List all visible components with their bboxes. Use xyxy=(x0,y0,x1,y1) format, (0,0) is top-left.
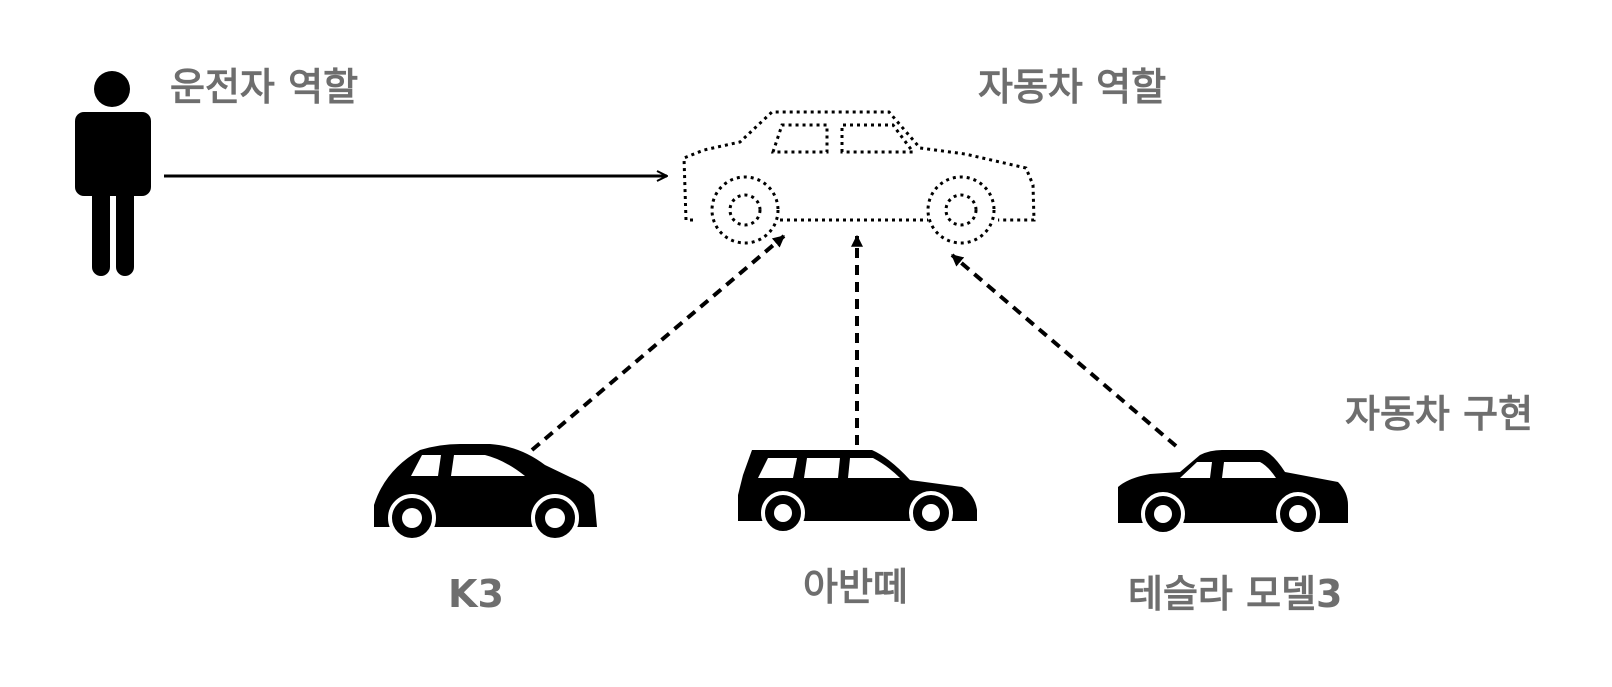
driver-role-label: 운전자 역할 xyxy=(170,65,359,109)
sedan-car-icon xyxy=(1118,450,1348,536)
avante-label: 아반떼 xyxy=(803,565,908,609)
wagon-car-icon xyxy=(738,450,977,535)
k3-label: K3 xyxy=(448,572,504,616)
k3-to-role-arrow xyxy=(530,234,786,452)
person-icon xyxy=(75,71,151,276)
car-role-label: 자동차 역할 xyxy=(978,65,1167,109)
dotted-car-outline-icon xyxy=(682,110,1036,245)
tesla-model3-label: 테슬라 모델3 xyxy=(1128,572,1343,616)
hatchback-car-icon xyxy=(374,444,597,542)
car-implementation-label: 자동차 구현 xyxy=(1345,392,1534,436)
tesla-to-role-arrow xyxy=(950,253,1178,448)
